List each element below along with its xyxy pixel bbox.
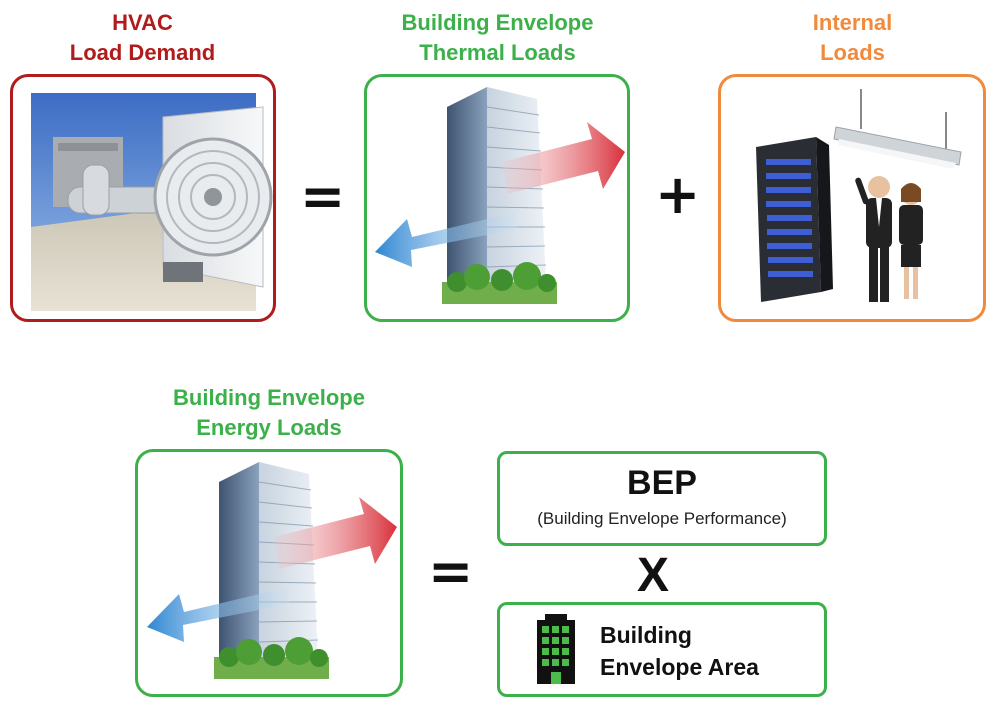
envelope-thermal-title-line2: Thermal Loads (419, 40, 576, 65)
bep-label: BEP (627, 464, 697, 502)
times-sign: X (637, 549, 670, 602)
internal-loads-image-box (718, 74, 986, 322)
envelope-thermal-title-line1: Building Envelope (401, 10, 594, 35)
hvac-title: HVAC Load Demand (10, 8, 275, 68)
envelope-area-line2: Envelope Area (600, 654, 759, 680)
skyscraper-with-heat-arrows-icon-2 (147, 462, 397, 679)
hvac-image-box (10, 74, 276, 322)
envelope-area-line1: Building (600, 622, 692, 648)
equals-sign-bottom: = (428, 540, 474, 603)
envelope-energy-title-line2: Energy Loads (196, 415, 342, 440)
bep-sublabel: (Building Envelope Performance) (537, 509, 787, 528)
building-icon (537, 614, 575, 684)
envelope-area-label: Building Envelope Area (600, 619, 759, 683)
envelope-thermal-image-box (364, 74, 630, 322)
envelope-thermal-title: Building Envelope Thermal Loads (365, 8, 630, 68)
hvac-title-line1: HVAC (112, 10, 173, 35)
envelope-energy-title: Building Envelope Energy Loads (135, 383, 403, 443)
server-rack-lamp-people-icon (756, 89, 962, 302)
internal-loads-title-line1: Internal (812, 10, 893, 35)
skyscraper-with-heat-arrows-icon (375, 87, 625, 304)
envelope-energy-title-line1: Building Envelope (173, 385, 365, 410)
envelope-area-box: Building Envelope Area (497, 602, 827, 697)
envelope-energy-image-box (135, 449, 403, 697)
equals-sign-top: = (300, 165, 346, 228)
hvac-title-line2: Load Demand (69, 40, 216, 65)
internal-loads-title: Internal Loads (720, 8, 985, 68)
rooftop-hvac-unit-photo (31, 93, 273, 311)
bep-box: BEP (Building Envelope Performance) (497, 451, 827, 546)
plus-sign: + (655, 163, 701, 226)
internal-loads-title-line2: Loads (820, 40, 885, 65)
